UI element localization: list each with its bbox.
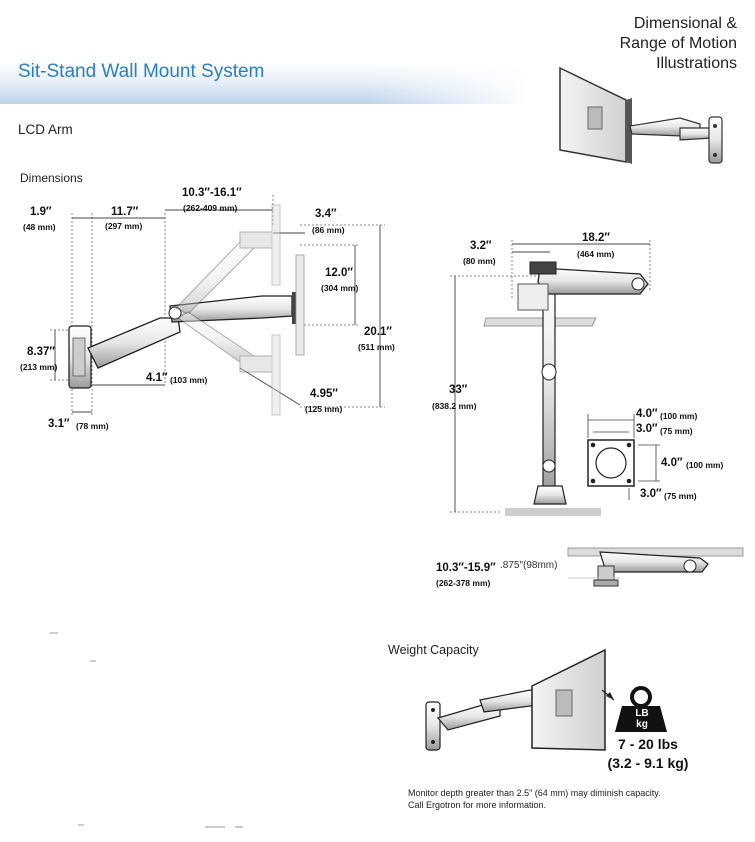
dim-label: 4.95″: [310, 388, 338, 400]
vesa-label-metric: (75 mm): [664, 491, 697, 501]
vesa-label-metric: (100 mm): [660, 411, 698, 421]
rom-title-line: Dimensional &: [633, 15, 737, 32]
rom-title-line: Illustrations: [656, 55, 737, 72]
weight-value-lbs: 7 - 20 lbs: [618, 736, 678, 752]
dim-label-metric: (103 mm): [170, 375, 208, 385]
vesa-label: 3.0″: [640, 488, 662, 500]
dim-label: 11.7″: [111, 206, 139, 218]
capacity-note-line: Monitor depth greater than 2.5" (64 mm) …: [408, 788, 661, 798]
capacity-note: Monitor depth greater than 2.5" (64 mm) …: [408, 787, 661, 811]
weight-badge-top: LB: [635, 708, 649, 719]
side-view-diagram: [50, 195, 385, 416]
dim-label-metric: (262-409 mm): [183, 203, 238, 213]
vesa-label: 4.0″: [636, 408, 658, 420]
weight-value-kg: (3.2 - 9.1 kg): [607, 755, 689, 771]
dim-label-metric: (304 mm): [321, 283, 359, 293]
dim-label-metric: (262-378 mm): [436, 578, 491, 588]
dim-label-metric: (297 mm): [105, 221, 143, 231]
overlap-label: .875″(98mm): [500, 560, 558, 571]
rom-title: Dimensional & Range of Motion Illustrati…: [620, 14, 737, 74]
pole-view-diagram: [450, 240, 660, 516]
dim-label: 4.1″: [146, 372, 168, 384]
dim-label-metric: (48 mm): [23, 222, 56, 232]
weight-badge-bottom: kg: [636, 719, 648, 730]
top-view-diagram: [567, 547, 744, 587]
weight-value: 7 - 20 lbs (3.2 - 9.1 kg): [598, 735, 698, 773]
rom-title-line: Range of Motion: [619, 35, 737, 52]
dim-label: 33″: [449, 384, 468, 396]
dim-label: 3.2″: [470, 240, 492, 252]
dim-label-metric: (511 mm): [358, 342, 395, 352]
title-band-fade: [370, 52, 530, 104]
dim-label-metric: (125 mm): [305, 404, 343, 414]
dim-label-metric: (80 mm): [463, 256, 496, 266]
dim-label-metric: (838.2 mm): [432, 401, 477, 411]
weight-capacity-heading: Weight Capacity: [388, 643, 479, 657]
dim-label: 20.1″: [364, 326, 392, 338]
capacity-note-line: Call Ergotron for more information.: [408, 800, 547, 810]
dim-label-metric: (213 mm): [20, 362, 58, 372]
rom-monitor-illustration: [559, 66, 723, 164]
vesa-label-metric: (75 mm): [660, 426, 693, 436]
dim-label: 10.3″-16.1″: [182, 187, 242, 199]
dim-label: 3.4″: [315, 208, 337, 220]
dim-label: 3.1″: [48, 418, 70, 430]
scan-artifacts: [50, 632, 243, 828]
lcd-arm-heading: LCD Arm: [18, 122, 73, 137]
dim-label: 12.0″: [325, 267, 353, 279]
dimensions-heading: Dimensions: [20, 171, 83, 185]
dim-label-metric: (464 mm): [577, 249, 615, 259]
weight-illustration: [425, 648, 667, 751]
dim-label: 8.37″: [27, 346, 55, 358]
page-title: Sit-Stand Wall Mount System: [18, 61, 265, 82]
dim-label: 1.9″: [30, 206, 52, 218]
vesa-label: 3.0″: [636, 423, 658, 435]
vesa-label-metric: (100 mm): [686, 460, 724, 470]
dim-label-metric: (86 mm): [312, 225, 345, 235]
dim-label: 10.3″-15.9″: [436, 562, 496, 574]
dim-label: 18.2″: [582, 232, 610, 244]
weight-badge: LB kg: [630, 708, 654, 730]
vesa-label: 4.0″: [661, 457, 683, 469]
dim-label-metric: (78 mm): [76, 421, 109, 431]
